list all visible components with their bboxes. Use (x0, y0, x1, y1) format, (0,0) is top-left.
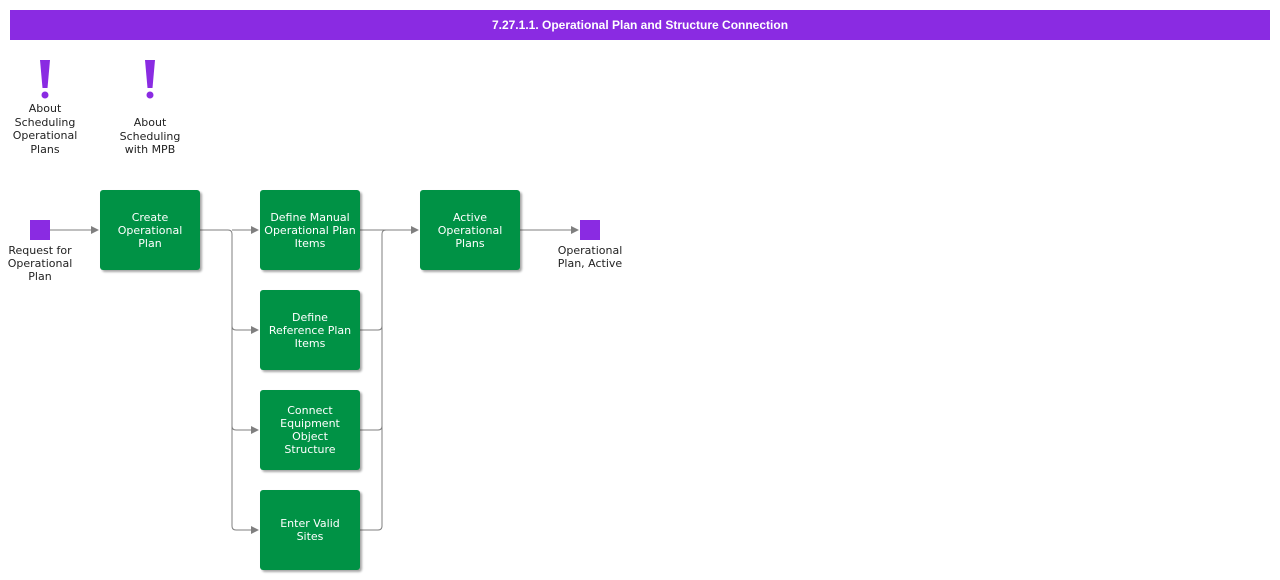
note-about-scheduling-operational-plans[interactable]: About Scheduling Operational Plans (0, 58, 95, 156)
start-event-label: Request for Operational Plan (7, 244, 73, 283)
step-label: Define Reference Plan Items (268, 310, 352, 350)
connector-join-vertical (360, 229, 387, 531)
step-create-operational-plan[interactable]: Create Operational Plan (100, 190, 200, 270)
note-label: About Scheduling Operational Plans (12, 102, 78, 156)
connector-to-connect-equipment (231, 425, 259, 434)
step-enter-valid-sites[interactable]: Enter Valid Sites (260, 490, 360, 570)
connector-define-reference-join (360, 325, 383, 331)
end-event[interactable] (580, 220, 600, 240)
exclamation-icon (145, 60, 155, 99)
end-event-label: Operational Plan, Active (557, 244, 623, 270)
connector-connect-equipment-join (360, 425, 383, 431)
note-about-scheduling-with-mpb[interactable]: About Scheduling with MPB (100, 58, 200, 157)
step-label: Connect Equipment Object Structure (280, 404, 340, 456)
diagram-title: 7.27.1.1. Operational Plan and Structure… (491, 18, 789, 32)
start-event[interactable] (30, 220, 50, 240)
step-define-manual-operational-plan-items[interactable]: Define Manual Operational Plan Items (260, 190, 360, 270)
step-active-operational-plans[interactable]: Active Operational Plans (420, 190, 520, 270)
connector-create-split (200, 229, 237, 531)
exclamation-icon (40, 60, 50, 99)
step-label: Define Manual Operational Plan Items (264, 210, 356, 250)
diagram-title-bar: 7.27.1.1. Operational Plan and Structure… (10, 10, 1270, 40)
step-connect-equipment-object-structure[interactable]: Connect Equipment Object Structure (260, 390, 360, 470)
step-define-reference-plan-items[interactable]: Define Reference Plan Items (260, 290, 360, 370)
note-label: About Scheduling with MPB (119, 116, 181, 156)
connector-to-define-reference (231, 325, 259, 334)
step-label: Create Operational Plan (117, 210, 183, 250)
step-label: Active Operational Plans (437, 210, 503, 250)
step-label: Enter Valid Sites (280, 517, 340, 543)
